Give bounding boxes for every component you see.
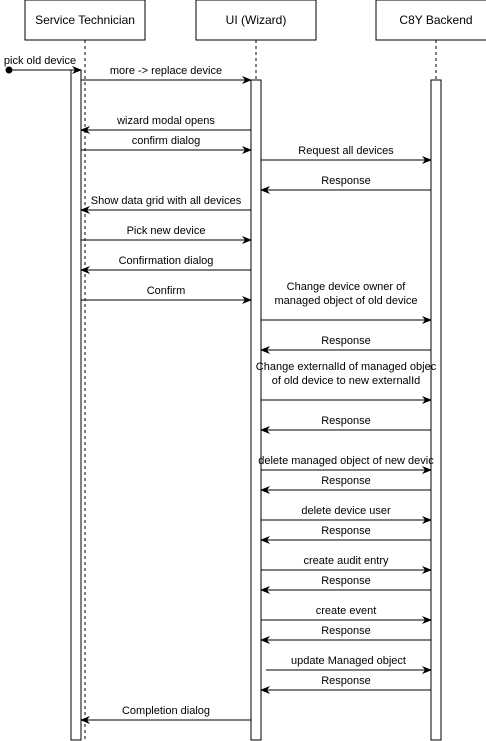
message-8: Confirmation dialog — [80, 255, 251, 274]
message-15: Response — [260, 475, 431, 494]
message-5: Response — [260, 175, 431, 194]
message-label: Pick new device — [127, 225, 206, 237]
participant-tech: Service Technician — [24, 0, 146, 41]
message-13: Response — [260, 415, 431, 434]
message-11: Response — [260, 335, 431, 354]
message-9: Confirm — [81, 285, 252, 304]
message-label: create audit entry — [304, 555, 389, 567]
activation-tech — [70, 69, 82, 741]
message-14: delete managed object of new devic — [258, 455, 434, 474]
message-label: delete managed object of new devic — [258, 455, 434, 467]
message-label: Request all devices — [298, 145, 394, 157]
message-label: of old device to new externalId — [272, 375, 421, 387]
message-label: Response — [321, 475, 371, 487]
message-2: wizard modal opens — [80, 115, 251, 134]
participant-label: Service Technician — [35, 13, 135, 27]
message-label: Completion dialog — [122, 705, 210, 717]
message-label: Confirm — [147, 285, 186, 297]
message-0: pick old device — [4, 55, 82, 74]
message-label: Change device owner of — [287, 281, 407, 293]
participant-label: C8Y Backend — [399, 13, 472, 27]
message-label: Response — [321, 575, 371, 587]
message-label: managed object of old device — [274, 295, 417, 307]
message-4: Request all devices — [261, 145, 432, 164]
activation-backend — [430, 79, 442, 741]
message-label: Change externalId of managed objec — [256, 361, 437, 373]
message-17: Response — [260, 525, 431, 544]
message-24: Completion dialog — [80, 705, 251, 724]
activation-ui — [250, 79, 262, 741]
participant-backend: C8Y Backend — [375, 0, 486, 41]
message-label: Response — [321, 675, 371, 687]
message-7: Pick new device — [81, 225, 252, 244]
message-label: create event — [316, 605, 377, 617]
message-label: Response — [321, 625, 371, 637]
message-18: create audit entry — [261, 555, 432, 574]
message-label: Response — [321, 335, 371, 347]
message-label: Response — [321, 525, 371, 537]
participant-ui: UI (Wizard) — [195, 0, 317, 41]
message-20: create event — [261, 605, 432, 624]
message-21: Response — [260, 625, 431, 644]
message-label: more -> replace device — [110, 65, 222, 77]
message-3: confirm dialog — [81, 135, 252, 154]
message-layer: pick old device more -> replace device wiz… — [4, 55, 437, 724]
message-19: Response — [260, 575, 431, 594]
message-12: Change externalId of managed objec of old… — [256, 361, 437, 404]
message-label: Confirmation dialog — [119, 255, 214, 267]
message-label: Response — [321, 415, 371, 427]
message-label: delete device user — [301, 505, 391, 517]
message-22: update Managed object — [266, 655, 432, 674]
message-10: Change device owner of managed object of … — [261, 281, 432, 324]
message-label: Response — [321, 175, 371, 187]
message-label: update Managed object — [291, 655, 406, 667]
message-1: more -> replace device — [81, 65, 252, 84]
message-23: Response — [260, 675, 431, 694]
message-label: pick old device — [4, 55, 76, 67]
message-16: delete device user — [261, 505, 432, 524]
message-label: wizard modal opens — [116, 115, 215, 127]
participant-label: UI (Wizard) — [226, 13, 287, 27]
message-6: Show data grid with all devices — [80, 195, 251, 214]
message-label: confirm dialog — [132, 135, 200, 147]
message-label: Show data grid with all devices — [91, 195, 242, 207]
